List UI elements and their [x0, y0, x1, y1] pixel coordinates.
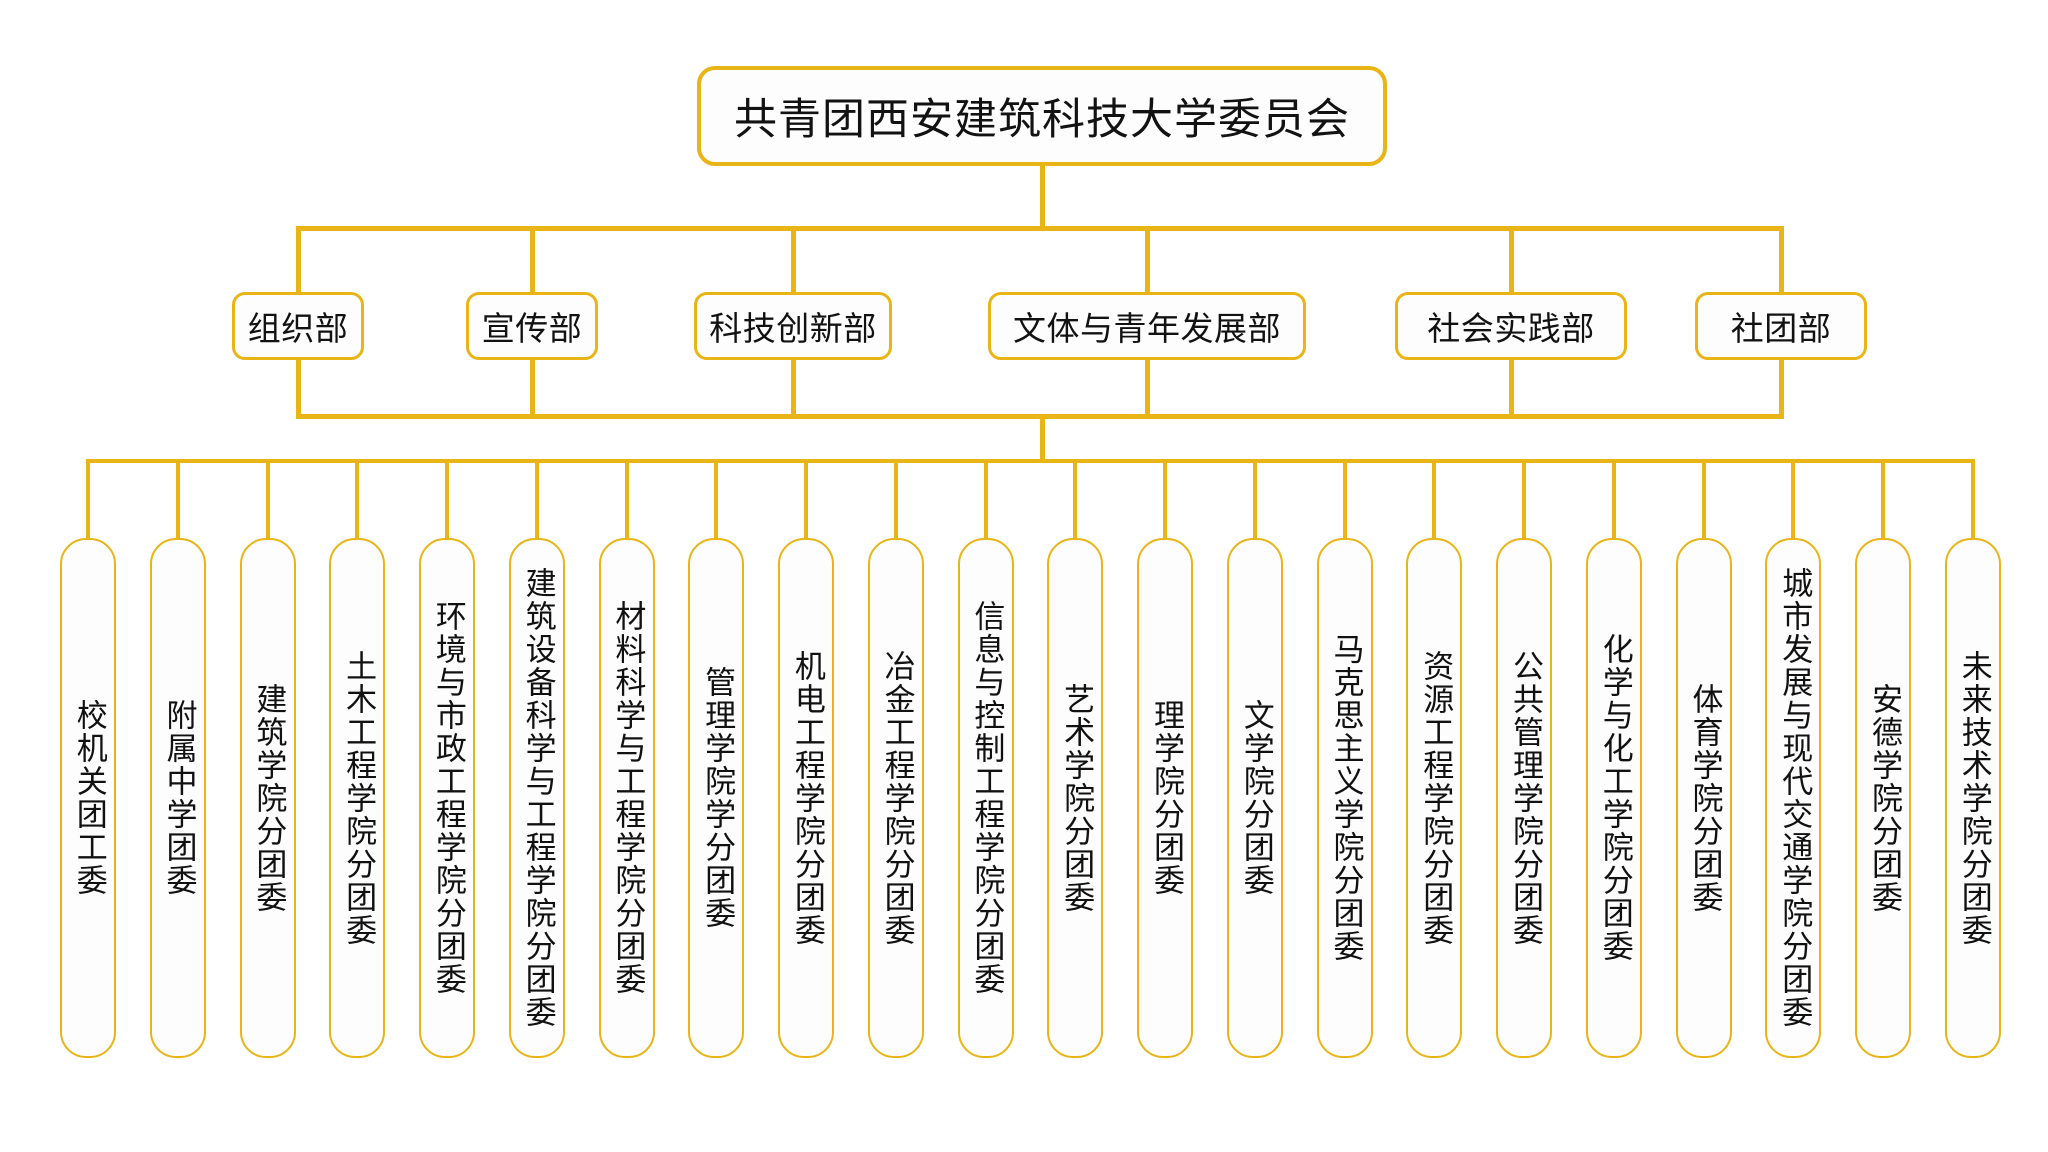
connector-college-stem-17: [1611, 459, 1616, 538]
connector-root-stem: [1040, 166, 1045, 226]
connector-dept-stem-2: [791, 226, 796, 292]
department-node-1[interactable]: 宣传部: [466, 292, 598, 360]
college-node-label: 体育学院分团委: [1686, 682, 1723, 914]
connector-dept-riser-2: [791, 360, 796, 418]
college-node-7[interactable]: 管理学院学分团委: [688, 538, 745, 1058]
college-node-label: 土木工程学院分团委: [340, 649, 377, 947]
college-node-label: 公共管理学院分团委: [1506, 649, 1543, 947]
college-node-17[interactable]: 化学与化工学院分团委: [1585, 538, 1642, 1058]
college-node-label: 附属中学团委: [160, 699, 197, 897]
college-node-8[interactable]: 机电工程学院分团委: [778, 538, 835, 1058]
connector-department-bus: [299, 226, 1783, 231]
college-node-6[interactable]: 材料科学与工程学院分团委: [598, 538, 655, 1058]
college-node-15[interactable]: 资源工程学院分团委: [1406, 538, 1463, 1058]
college-node-label: 建筑设备科学与工程学院分团委: [519, 567, 556, 1029]
college-node-18[interactable]: 体育学院分团委: [1675, 538, 1732, 1058]
college-node-10[interactable]: 信息与控制工程学院分团委: [957, 538, 1014, 1058]
connector-college-stem-0: [86, 459, 90, 538]
root-node-university-youth-league-committee[interactable]: 共青团西安建筑科技大学委员会: [697, 66, 1387, 166]
department-node-label: 社会实践部: [1427, 309, 1595, 348]
connector-dept-stem-1: [530, 226, 535, 292]
college-node-label: 环境与市政工程学院分团委: [429, 600, 466, 996]
connector-college-stem-15: [1432, 459, 1437, 538]
college-node-5[interactable]: 建筑设备科学与工程学院分团委: [508, 538, 565, 1058]
connector-college-bus: [88, 459, 1973, 463]
college-node-12[interactable]: 理学院分团委: [1137, 538, 1194, 1058]
connector-college-stem-10: [983, 459, 988, 538]
college-node-label: 文学院分团委: [1237, 699, 1274, 897]
connector-dept-riser-5: [1779, 360, 1784, 418]
connector-college-stem-16: [1522, 459, 1527, 538]
connector-dept-stem-5: [1779, 226, 1784, 292]
college-node-label: 材料科学与工程学院分团委: [609, 600, 646, 996]
college-node-label: 机电工程学院分团委: [788, 649, 825, 947]
college-node-19[interactable]: 城市发展与现代交通学院分团委: [1765, 538, 1822, 1058]
department-node-label: 社团部: [1730, 309, 1832, 348]
department-node-2[interactable]: 科技创新部: [694, 292, 892, 360]
connector-dept-riser-4: [1509, 360, 1514, 418]
college-node-label: 建筑学院分团委: [250, 682, 287, 914]
college-node-label: 管理学院学分团委: [699, 666, 736, 930]
college-node-label: 城市发展与现代交通学院分团委: [1776, 567, 1813, 1029]
college-node-2[interactable]: 建筑学院分团委: [239, 538, 296, 1058]
connector-college-stem-7: [714, 459, 719, 538]
connector-college-stem-5: [534, 459, 539, 538]
college-node-label: 艺术学院分团委: [1058, 682, 1095, 914]
connector-dept-stem-4: [1509, 226, 1514, 292]
department-node-5[interactable]: 社团部: [1695, 292, 1867, 360]
connector-college-stem-6: [624, 459, 629, 538]
college-node-4[interactable]: 环境与市政工程学院分团委: [419, 538, 476, 1058]
connector-college-stem-11: [1073, 459, 1078, 538]
department-node-3[interactable]: 文体与青年发展部: [988, 292, 1306, 360]
college-node-label: 理学院分团委: [1147, 699, 1184, 897]
connector-college-stem-13: [1252, 459, 1257, 538]
department-node-0[interactable]: 组织部: [232, 292, 364, 360]
connector-college-stem-18: [1701, 459, 1706, 538]
college-node-14[interactable]: 马克思主义学院分团委: [1316, 538, 1373, 1058]
college-node-label: 冶金工程学院分团委: [878, 649, 915, 947]
college-node-9[interactable]: 冶金工程学院分团委: [867, 538, 924, 1058]
root-node-label: 共青团西安建筑科技大学委员会: [734, 95, 1350, 145]
connector-college-stem-14: [1342, 459, 1347, 538]
college-node-label: 安德学院分团委: [1866, 682, 1903, 914]
college-node-21[interactable]: 未来技术学院分团委: [1945, 538, 2001, 1058]
college-node-label: 信息与控制工程学院分团委: [968, 600, 1005, 996]
connector-dept-stem-3: [1145, 226, 1150, 292]
college-node-20[interactable]: 安德学院分团委: [1855, 538, 1912, 1058]
college-node-16[interactable]: 公共管理学院分团委: [1496, 538, 1553, 1058]
connector-college-stem-12: [1163, 459, 1168, 538]
college-node-1[interactable]: 附属中学团委: [149, 538, 206, 1058]
college-node-0[interactable]: 校机关团工委: [60, 538, 116, 1058]
connector-college-stem-20: [1881, 459, 1886, 538]
college-node-label: 马克思主义学院分团委: [1327, 633, 1364, 963]
connector-dept-riser-1: [530, 360, 535, 418]
connector-college-stem-3: [355, 459, 360, 538]
connector-dept-riser-3: [1145, 360, 1150, 418]
department-node-label: 文体与青年发展部: [1013, 309, 1281, 348]
college-node-3[interactable]: 土木工程学院分团委: [329, 538, 386, 1058]
connector-college-stem-2: [265, 459, 270, 538]
department-node-label: 科技创新部: [709, 309, 877, 348]
connector-dept-riser-0: [296, 360, 301, 418]
department-node-label: 宣传部: [481, 309, 583, 348]
connector-college-stem-1: [175, 459, 180, 538]
college-node-label: 未来技术学院分团委: [1955, 649, 1992, 947]
college-node-13[interactable]: 文学院分团委: [1226, 538, 1283, 1058]
connector-college-stem-19: [1791, 459, 1796, 538]
connector-college-stem: [1040, 414, 1045, 462]
connector-college-stem-9: [893, 459, 898, 538]
department-node-4[interactable]: 社会实践部: [1395, 292, 1627, 360]
connector-college-stem-21: [1971, 459, 1975, 538]
college-node-11[interactable]: 艺术学院分团委: [1047, 538, 1104, 1058]
department-node-label: 组织部: [247, 309, 349, 348]
college-node-label: 化学与化工学院分团委: [1596, 633, 1633, 963]
connector-dept-stem-0: [296, 226, 301, 292]
college-node-label: 校机关团工委: [70, 699, 107, 897]
connector-college-stem-8: [804, 459, 809, 538]
college-node-label: 资源工程学院分团委: [1417, 649, 1454, 947]
connector-college-stem-4: [445, 459, 450, 538]
